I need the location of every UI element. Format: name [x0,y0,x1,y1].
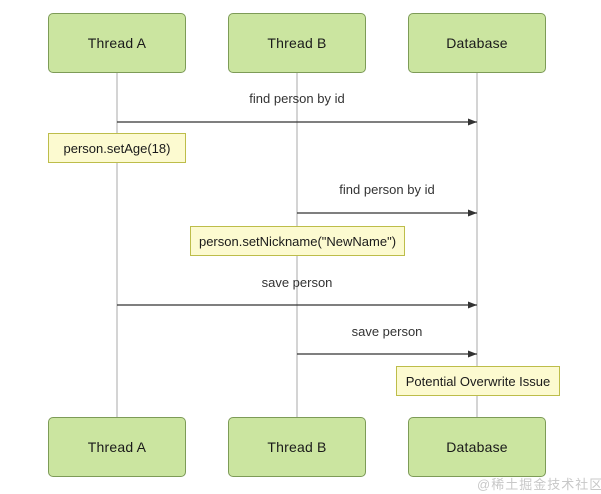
message-label-find-person-by-id-b: find person by id [339,182,435,197]
actor-box-thread-a-bottom[interactable]: Thread A [48,417,186,477]
actor-box-database-top[interactable]: Database [408,13,546,73]
actor-box-thread-a-top[interactable]: Thread A [48,13,186,73]
actor-label: Thread B [267,439,327,455]
actor-box-database-bottom[interactable]: Database [408,417,546,477]
actor-label: Database [446,35,508,51]
note-box-person-set-nickname[interactable]: person.setNickname("NewName") [190,226,405,256]
note-label: Potential Overwrite Issue [405,373,551,389]
message-label-save-person-a: save person [261,275,333,290]
actor-label: Thread A [87,35,147,51]
actor-box-thread-b-top[interactable]: Thread B [228,13,366,73]
note-box-potential-overwrite-issue[interactable]: Potential Overwrite Issue [396,366,560,396]
note-label: person.setNickname("NewName") [198,233,397,249]
note-label: person.setAge(18) [63,140,171,156]
actor-label: Database [446,439,508,455]
message-label-find-person-by-id-a: find person by id [249,91,345,106]
actor-box-thread-b-bottom[interactable]: Thread B [228,417,366,477]
actor-label: Thread B [267,35,327,51]
message-label-save-person-b: save person [351,324,423,339]
watermark-text: @稀土掘金技术社区 [477,477,601,492]
actor-label: Thread A [87,439,147,455]
message-arrows-group [117,118,477,358]
note-box-person-set-age[interactable]: person.setAge(18) [48,133,186,163]
